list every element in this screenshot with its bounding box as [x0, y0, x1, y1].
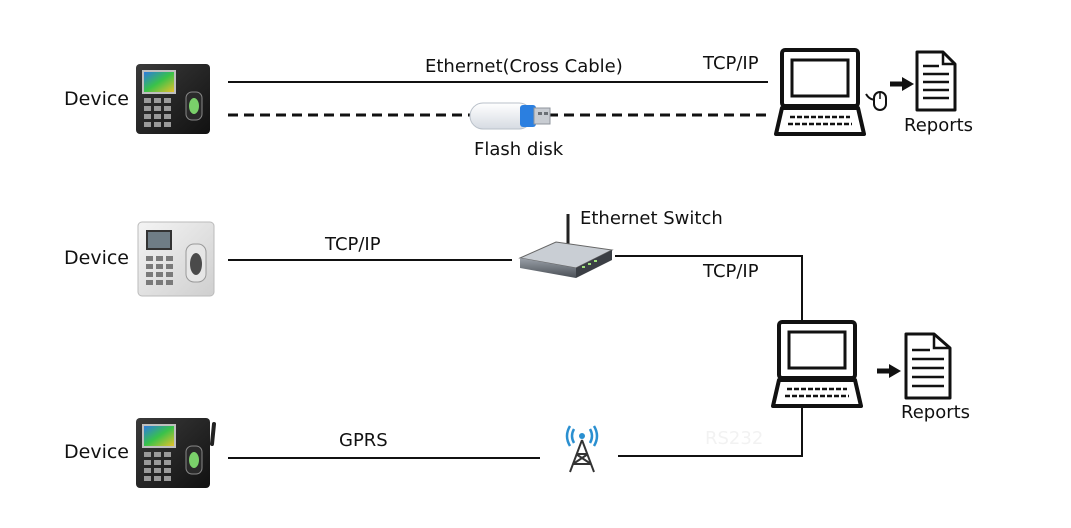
row1-device-label: Device [64, 88, 129, 110]
row1-tcpip-label: TCP/IP [703, 53, 759, 74]
switch-to-pc-line [615, 255, 803, 322]
switch-to-pc-tcpip-label: TCP/IP [703, 261, 759, 282]
fingerprint-terminal-icon [136, 64, 210, 134]
fingerprint-terminal-icon [136, 418, 216, 488]
flash-disk-label: Flash disk [474, 139, 564, 160]
usb-flash-disk-icon [469, 102, 551, 130]
ethernet-switch-icon [518, 214, 614, 278]
gprs-label: GPRS [339, 430, 388, 451]
tower-to-pc-label: RS232 [705, 428, 764, 449]
row1-reports-label: Reports [904, 115, 974, 136]
arrow-right-icon [877, 364, 901, 378]
ethernet-switch-label: Ethernet Switch [580, 208, 723, 229]
ethernet-cross-cable-label: Ethernet(Cross Cable) [425, 56, 623, 77]
tower-to-pc-line [618, 406, 803, 457]
report-document-icon [915, 50, 957, 112]
shared-reports-label: Reports [901, 402, 971, 423]
computer-icon [771, 320, 863, 408]
fingerprint-terminal-icon [137, 221, 215, 297]
row3-device-label: Device [64, 441, 129, 463]
mouse-icon [873, 91, 887, 111]
computer-icon [774, 48, 866, 136]
arrow-right-icon [890, 77, 914, 91]
row2-tcpip-label: TCP/IP [325, 234, 381, 255]
row2-device-label: Device [64, 247, 129, 269]
report-document-icon [904, 332, 952, 400]
cell-tower-icon [565, 425, 599, 473]
